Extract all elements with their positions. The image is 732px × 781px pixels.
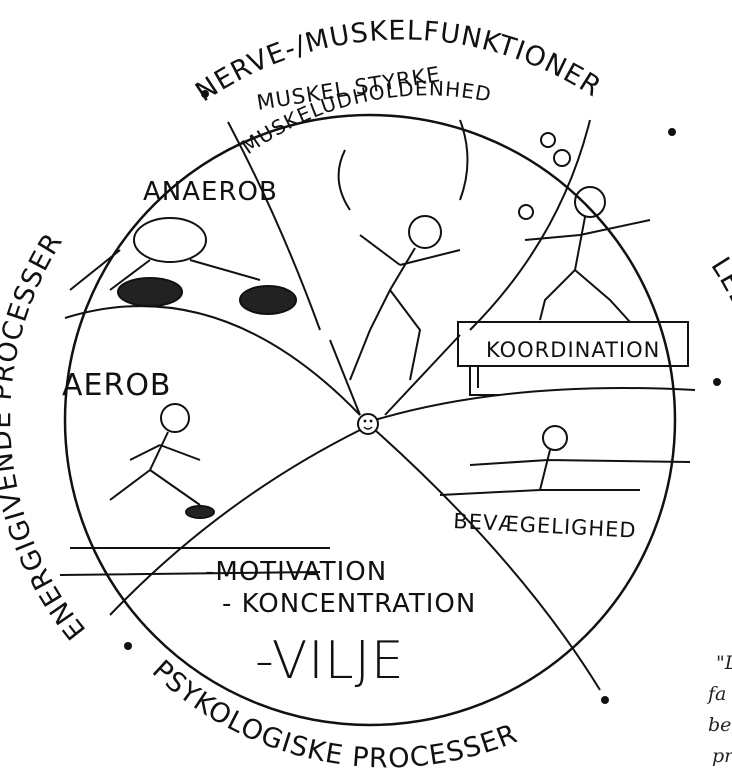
side-quote-line-1: "L: [716, 652, 732, 674]
label-anaerob: ANAEROB: [143, 177, 278, 207]
ring-label-left: ENERGIGIVENDE PROCESSER: [0, 227, 92, 645]
ring-label-right: LEDFUNKTIONER: [705, 252, 732, 494]
koordination-bench: [457, 321, 689, 396]
side-quote-line-2: fa: [708, 683, 727, 705]
wheel-circle: [63, 113, 677, 727]
figure-aerob-runner: [59, 403, 330, 576]
label-vilje: -VILJE: [255, 631, 405, 691]
smiley-icon: [357, 413, 379, 435]
figure-juggler: [518, 132, 651, 323]
sector-lines: [64, 119, 696, 691]
figure-split: [439, 425, 691, 496]
label-bevaegelighed: BEVÆGELIGHED: [453, 509, 637, 543]
label-aerob: AEROB: [62, 368, 172, 403]
side-quote-line-3: be: [708, 714, 732, 736]
label-koordination: KOORDINATION: [486, 338, 660, 362]
figure-anaerob-runner: [69, 217, 297, 315]
side-quote-line-4: pr: [712, 745, 732, 767]
ring-dots: [124, 90, 721, 704]
figure-muscle-runner: [337, 119, 469, 381]
label-koncentration: - KONCENTRATION: [222, 589, 476, 619]
